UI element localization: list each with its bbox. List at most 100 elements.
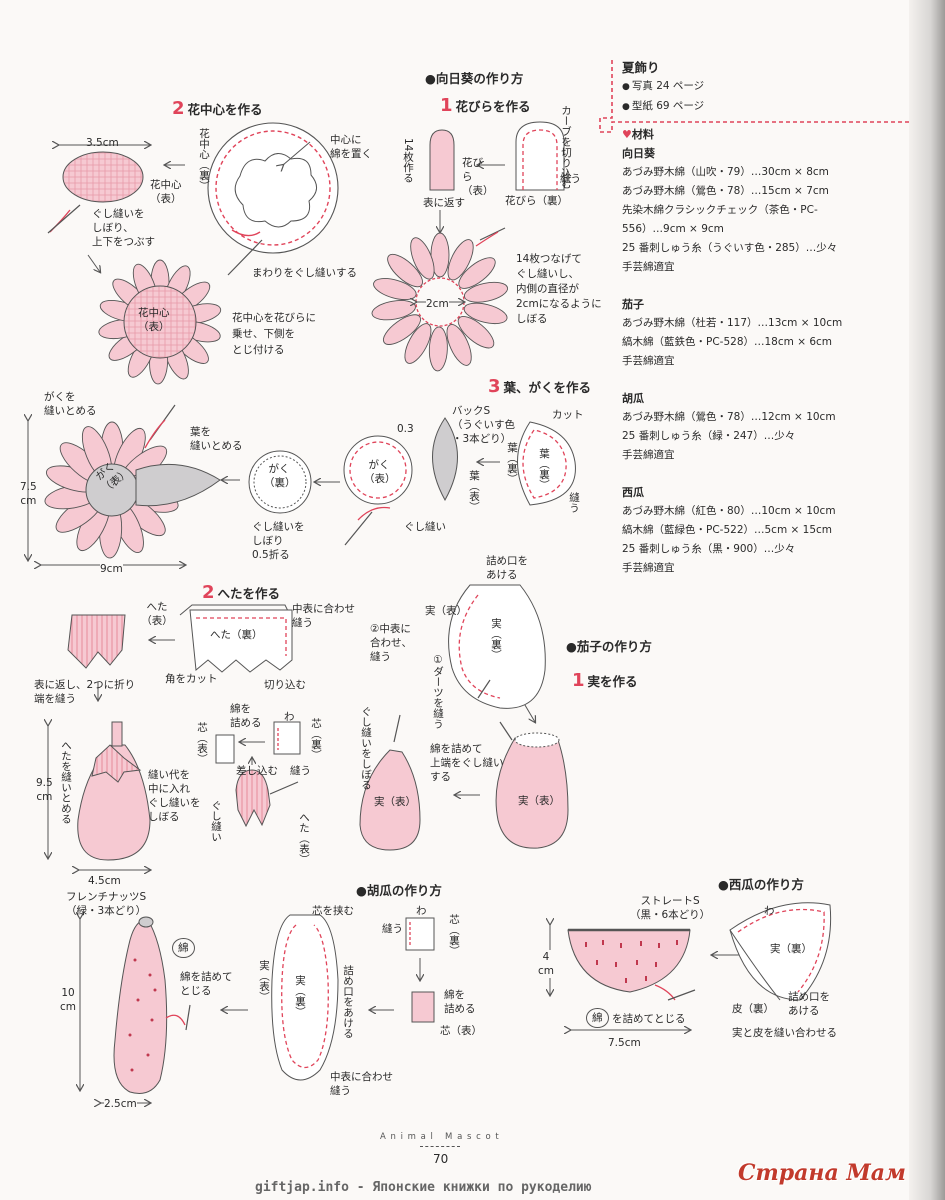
line: 綿を置く bbox=[330, 148, 372, 160]
dim-3-5cm: 3.5cm bbox=[86, 137, 119, 149]
label-center-badge: 花中心 （表） bbox=[138, 306, 170, 334]
watermelon-pieces bbox=[729, 902, 832, 1001]
line: 乗せ、下側を bbox=[232, 328, 295, 340]
label-core-front: 芯（表） bbox=[196, 722, 208, 764]
cotton-badge: 綿 bbox=[172, 938, 195, 958]
petal-ring bbox=[371, 227, 509, 372]
flower-center-oval bbox=[47, 145, 185, 234]
step-title: 花びらを作る bbox=[455, 99, 531, 114]
material-line: 手芸綿適宜 bbox=[622, 449, 675, 461]
sidebar-title: 夏飾り bbox=[622, 60, 660, 75]
line: cm bbox=[20, 495, 37, 507]
line: 0.5折る bbox=[252, 549, 290, 561]
line: 中表に合わせ bbox=[330, 1071, 393, 1083]
label-stuff-cotton: 綿を 詰める bbox=[230, 702, 262, 730]
label-put-cotton: 中心に 綿を置く bbox=[330, 133, 372, 161]
page-edge bbox=[909, 0, 945, 1200]
label-sew2: 縫う bbox=[568, 492, 580, 513]
line: （黒・6本どり） bbox=[630, 909, 711, 921]
line: ぐし縫いを bbox=[92, 208, 145, 220]
line: cm bbox=[60, 1001, 77, 1013]
label-sew: 縫う bbox=[290, 765, 311, 777]
line: 縫う bbox=[330, 1085, 351, 1097]
label-body-front: 実（表） bbox=[258, 960, 270, 1002]
label-make14: 14枚作る bbox=[402, 138, 414, 183]
label-sew: 縫う bbox=[560, 173, 581, 185]
eggplant-finished bbox=[48, 722, 150, 870]
material-line: 縞木綿（藍鉄色・PC-528）…18cm × 6cm bbox=[622, 336, 833, 348]
sunflower-title: ●向日葵の作り方 bbox=[425, 71, 524, 86]
label-calyx-front2: へた（表） bbox=[298, 812, 310, 865]
line: 9.5 bbox=[36, 777, 53, 789]
watermark-left: giftjap.info - Японские книжки по рукоде… bbox=[255, 1180, 592, 1195]
materials-heading-text: 材料 bbox=[631, 128, 654, 141]
line: 14枚つなげて bbox=[516, 253, 582, 265]
label-sandwich-core: 芯を挟む bbox=[312, 905, 354, 917]
label-petal-front: 花びら（表） bbox=[462, 157, 494, 197]
label-stuffing-opening: 詰め口をあける bbox=[342, 965, 354, 1039]
line: ・3本どり） bbox=[452, 433, 512, 445]
line: しぼる bbox=[516, 313, 548, 325]
sidebar-bracket bbox=[599, 60, 945, 133]
line: 詰め口を bbox=[788, 991, 830, 1003]
label-french-knots: フレンチナッツS （緑・3本どり） bbox=[66, 890, 146, 918]
label-gather-stitch: ぐし縫いを しぼり、 上下をつぶす bbox=[92, 207, 155, 249]
dim-0-3: 0.3 bbox=[397, 423, 414, 435]
dim-7-5cm: 7.5 cm bbox=[20, 480, 37, 508]
label-turn-out: 表に返す bbox=[423, 197, 465, 209]
line: とじ付ける bbox=[232, 344, 285, 356]
material-line: 25 番刺しゅう糸（緑・247）…少々 bbox=[622, 430, 796, 442]
eggplant-calyx-pieces bbox=[67, 604, 293, 700]
dim-4cm: 4 cm bbox=[538, 950, 555, 978]
line: （うぐいす色 bbox=[452, 419, 515, 431]
line: ぐし縫いを bbox=[252, 521, 305, 533]
line: 縫いとめる bbox=[190, 440, 243, 452]
line: ②中表に bbox=[370, 623, 411, 635]
label-gather-squeeze: ぐし縫いをしぼる bbox=[360, 706, 372, 790]
material-line: 25 番刺しゅう糸（うぐいす色・285）…少々 bbox=[622, 242, 838, 254]
material-line: 手芸綿適宜 bbox=[622, 261, 675, 273]
label-wa: わ bbox=[416, 905, 427, 917]
watermelon-finished bbox=[550, 924, 740, 1030]
line: 綿を bbox=[444, 989, 465, 1001]
label-body-back: 実（裏） bbox=[294, 975, 306, 1017]
label-calyx-front2: がく（表） bbox=[364, 459, 396, 485]
material-group-name: 向日葵 bbox=[622, 147, 655, 160]
label-body-back: 実（裏） bbox=[490, 618, 502, 660]
label-calyx-front: へた（表） bbox=[141, 601, 173, 627]
label-align-sew: 中表に合わせ 縫う bbox=[330, 1070, 393, 1098]
material-group-name: 西瓜 bbox=[622, 486, 644, 499]
material-line: 25 番刺しゅう糸（黒・900）…少々 bbox=[622, 543, 796, 555]
line: 詰める bbox=[444, 1003, 476, 1015]
line: がくを bbox=[44, 391, 76, 403]
material-line: あづみ野木綿（山吹・79）…30cm × 8cm bbox=[622, 166, 829, 178]
line: ぐし縫いを bbox=[148, 797, 201, 809]
material-group-name: 胡瓜 bbox=[622, 392, 644, 405]
flower-center-circle bbox=[207, 122, 339, 276]
cucumber-finished bbox=[80, 917, 248, 1103]
line: あける bbox=[486, 569, 518, 581]
line: 綿を bbox=[230, 703, 251, 715]
label-cut-corner: 角をカット bbox=[165, 673, 218, 685]
label-stuff-close: を詰めてとじる bbox=[612, 1013, 686, 1025]
line: する bbox=[430, 771, 451, 783]
cucumber-pieces bbox=[271, 914, 435, 1081]
label-cut-curve: カーブを切り込む bbox=[560, 105, 572, 189]
line: 花中心 bbox=[138, 307, 170, 319]
label-body-front: 実（表） bbox=[374, 796, 416, 808]
label-core-back: 芯（裏） bbox=[448, 914, 460, 956]
watermelon-title: ●西瓜の作り方 bbox=[718, 877, 804, 892]
label-rind-back: 皮（裏） bbox=[732, 1003, 774, 1015]
label-dart: ①ダーツを縫う bbox=[432, 654, 444, 729]
label-snip: 切り込む bbox=[264, 679, 306, 691]
step-title: へたを作る bbox=[217, 586, 281, 601]
label-body-back: 実（裏） bbox=[770, 943, 812, 955]
label-align-sew: 中表に合わせ 縫う bbox=[292, 602, 355, 630]
line: 縫う bbox=[292, 617, 313, 629]
label-calyx-sew: がくを 縫いとめる bbox=[44, 390, 97, 418]
footer-brand: A n i m a l M a s c o t bbox=[380, 1132, 500, 1142]
line: ストレートS bbox=[640, 895, 700, 907]
label-tuck-gather: 縫い代を 中に入れ ぐし縫いを しぼる bbox=[148, 768, 201, 824]
